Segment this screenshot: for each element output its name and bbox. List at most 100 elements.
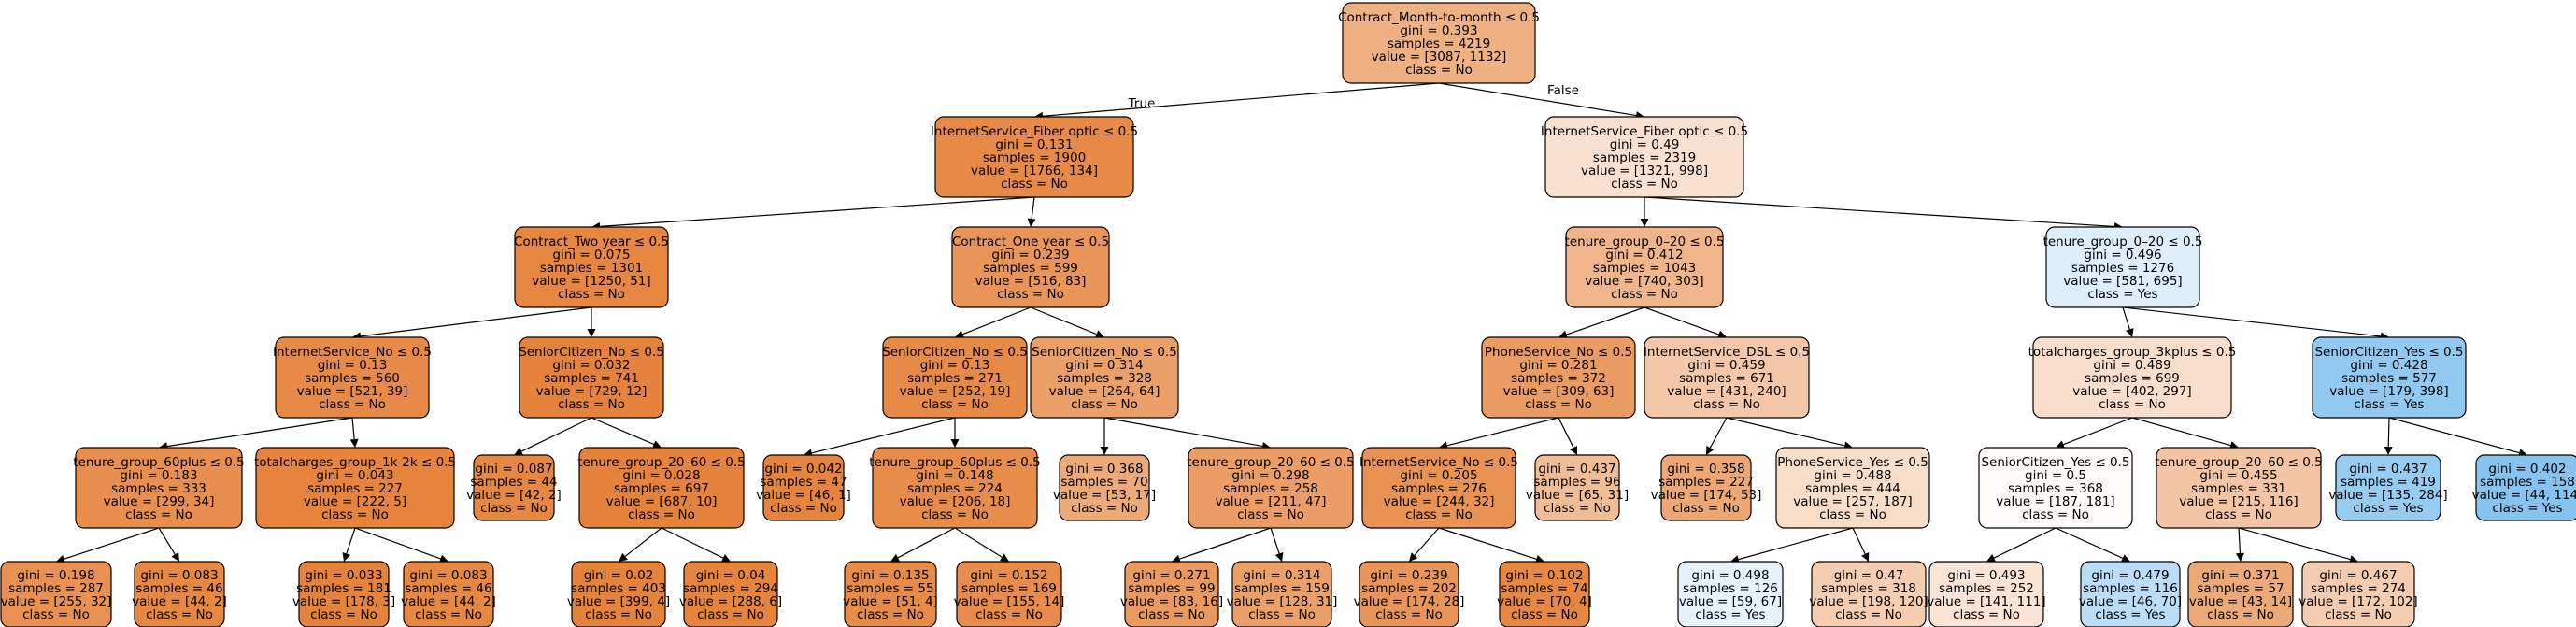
node-text-line: gini = 0.102 (1505, 568, 1583, 583)
node-text-line: class = No (1511, 607, 1578, 622)
tree-edge (1644, 196, 2123, 231)
tree-edge (1706, 417, 1728, 455)
node-text-line: gini = 0.488 (1814, 468, 1891, 483)
node-text-line: gini = 0.083 (409, 568, 487, 583)
node-text-line: class = No (1953, 607, 2020, 622)
tree-edge (591, 417, 662, 449)
node-text-line: tenure_group_20–60 ≤ 0.5 (2155, 455, 2322, 470)
node-box (956, 561, 1062, 627)
tree-edge (1172, 527, 1272, 563)
node-text-line: samples = 1900 (983, 150, 1086, 165)
node-text-line: class = No (2022, 507, 2089, 522)
node-text-line: value = [83, 16] (1120, 594, 1223, 609)
node-box (762, 454, 845, 521)
node-text-line: gini = 0.183 (120, 468, 197, 483)
node-box (2156, 447, 2322, 529)
node-box (1660, 454, 1752, 521)
node-text-line: class = No (697, 607, 764, 622)
node-box (1361, 447, 1516, 529)
node-text-line: samples = 671 (1679, 371, 1774, 386)
node-text-line: tenure_group_20–60 ≤ 0.5 (1187, 455, 1354, 470)
tree-edge (354, 527, 448, 563)
node-box (1499, 561, 1590, 627)
node-text-line: gini = 0.04 (696, 568, 766, 583)
tree-edge (1439, 417, 1559, 450)
node-text-line: value = [1321, 998] (1581, 164, 1708, 178)
node-text-line: value = [42, 2] (466, 488, 562, 503)
tree-edge (1027, 196, 1036, 227)
node-box (1534, 454, 1620, 521)
node-text-line: samples = 252 (1939, 581, 2034, 596)
node-text-line: gini = 0.13 (318, 358, 388, 373)
node-text-line: gini = 0.271 (1132, 568, 1210, 583)
node-text-line: class = No (1835, 607, 1902, 622)
node-text-line: samples = 44 (470, 475, 557, 490)
node-text-line: samples = 46 (405, 581, 491, 596)
node-text-line: value = [187, 181] (1996, 494, 2114, 509)
node-text-line: gini = 0.479 (2091, 568, 2169, 583)
tree-edge (591, 196, 1035, 231)
node-box (134, 561, 225, 627)
node-text-line: InternetService_Fiber optic ≤ 0.5 (1541, 124, 1748, 139)
node-box (934, 116, 1134, 198)
tree-edge (1100, 418, 1109, 455)
node-text-line: samples = 46 (135, 581, 222, 596)
node-text-line: value = [3087, 1132] (1372, 50, 1507, 64)
node-text-line: samples = 4219 (1388, 36, 1490, 51)
node-text-line: class = No (2205, 507, 2272, 522)
node-text-line: samples = 444 (1805, 481, 1900, 496)
node-text-line: gini = 0.314 (1243, 568, 1320, 583)
node-text-line: Contract_One year ≤ 0.5 (952, 235, 1109, 249)
node-box (2187, 561, 2294, 627)
node-text-line: gini = 0.5 (2025, 468, 2086, 483)
node-text-line: value = [65, 31] (1526, 488, 1629, 503)
tree-edge (1270, 527, 1284, 562)
tree-edge (56, 527, 160, 563)
node-box (2335, 454, 2441, 521)
node-text-line: class = Yes (1695, 607, 1765, 622)
node-text-line: class = No (558, 397, 625, 412)
node-text-line: class = No (1525, 397, 1592, 412)
node-text-line: samples = 116 (2083, 581, 2178, 596)
node-text-line: tenure_group_60plus ≤ 0.5 (73, 455, 244, 470)
node-text-line: value = [687, 10] (606, 494, 718, 509)
node-text-line: class = No (1672, 501, 1740, 516)
node-text-line: gini = 0.493 (1947, 568, 2025, 583)
node-text-line: gini = 0.402 (2488, 462, 2566, 477)
node-text-line: value = [1250, 51] (532, 274, 650, 289)
node-text-line: samples = 1043 (1593, 261, 1696, 276)
node-text-line: value = [128, 31] (1227, 594, 1338, 609)
node-text-line: value = [179, 398] (2329, 384, 2448, 399)
node-text-line: samples = 419 (2341, 475, 2436, 490)
tree-edge (1852, 527, 1870, 562)
node-text-line: InternetService_DSL ≤ 0.5 (1644, 345, 1810, 360)
tree-edge (1438, 527, 1544, 563)
node-text-line: samples = 159 (1234, 581, 1330, 596)
node-text-line: samples = 697 (614, 481, 709, 496)
node-text-line: class = No (1001, 177, 1068, 192)
node-text-line: class = No (2099, 397, 2166, 412)
node-box (2475, 454, 2576, 521)
node-text-line: gini = 0.148 (916, 468, 993, 483)
tree-edge (587, 307, 596, 337)
edge-label-true: True (1128, 96, 1156, 111)
node-box (1030, 336, 1179, 419)
node-text-line: class = Yes (2087, 287, 2157, 302)
node-text-line: value = [44, 2] (401, 594, 496, 609)
node-text-line: tenure_group_0–20 ≤ 0.5 (1565, 235, 1725, 249)
node-box (1775, 447, 1930, 529)
node-box (2032, 336, 2232, 419)
node-text-line: class = No (1237, 507, 1304, 522)
node-box (1565, 226, 1724, 308)
tree-edge (2388, 417, 2527, 457)
